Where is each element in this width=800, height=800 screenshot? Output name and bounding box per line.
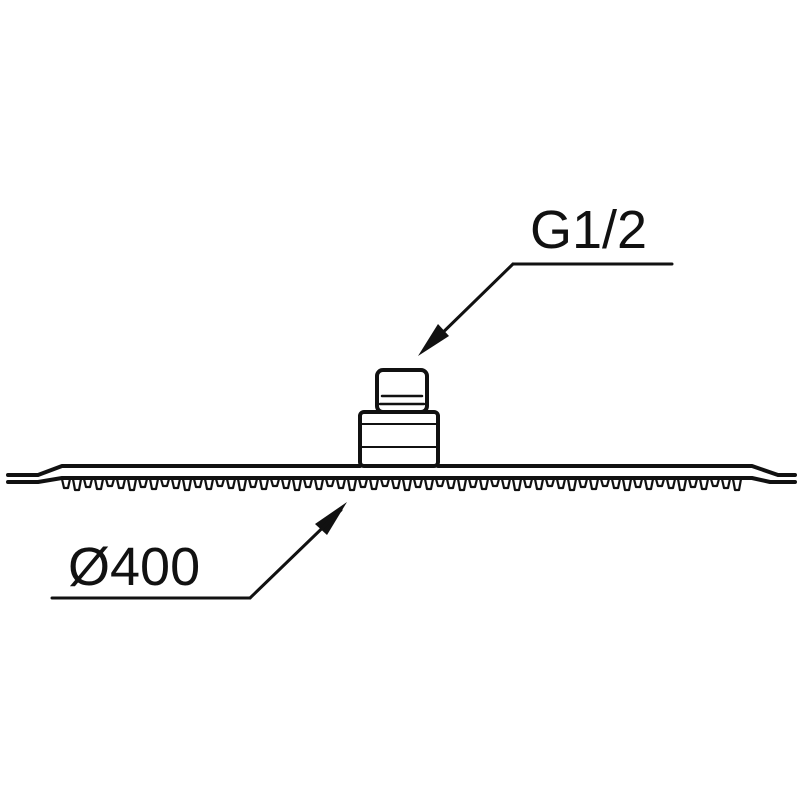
nozzle <box>203 478 215 491</box>
diameter-callout: Ø400 <box>50 502 347 600</box>
nozzle <box>731 478 743 492</box>
nozzle <box>555 478 567 490</box>
nozzle <box>654 478 666 488</box>
nozzle <box>720 478 732 490</box>
connector-nut <box>358 410 440 468</box>
nozzle-row <box>60 478 743 492</box>
nozzle <box>412 478 424 489</box>
diameter-leader-line <box>248 508 343 600</box>
nozzle <box>698 478 710 491</box>
nozzle <box>357 478 369 489</box>
nozzle <box>599 478 611 488</box>
thread-callout: G1/2 <box>418 200 674 356</box>
nozzle <box>709 478 721 488</box>
nozzle <box>676 478 688 492</box>
nozzle <box>214 478 226 488</box>
nozzle <box>313 478 325 491</box>
nozzle <box>687 478 699 489</box>
nozzle <box>346 478 358 492</box>
nozzle <box>225 478 237 490</box>
nozzle <box>368 478 380 491</box>
connector-thread-cap <box>375 368 429 414</box>
nozzle <box>522 478 534 489</box>
nozzle <box>621 478 633 492</box>
nozzle <box>390 478 402 490</box>
thread-label: G1/2 <box>530 200 647 260</box>
nozzle <box>511 478 523 492</box>
nozzle <box>280 478 292 490</box>
nozzle <box>82 478 94 489</box>
nozzle <box>632 478 644 489</box>
nozzle <box>302 478 314 489</box>
nozzle <box>60 478 72 490</box>
nozzle <box>577 478 589 489</box>
nozzle <box>335 478 347 490</box>
nozzle <box>423 478 435 491</box>
nozzle <box>456 478 468 492</box>
nozzle <box>115 478 127 490</box>
nozzle <box>445 478 457 490</box>
nozzle <box>159 478 171 488</box>
nozzle <box>467 478 479 489</box>
nozzle <box>643 478 655 491</box>
nozzle <box>401 478 413 492</box>
nozzle <box>588 478 600 491</box>
nozzle <box>93 478 105 491</box>
nozzle <box>137 478 149 489</box>
nozzle <box>324 478 336 488</box>
nozzle <box>610 478 622 490</box>
nozzle <box>489 478 501 488</box>
nozzle <box>247 478 259 489</box>
diameter-label: Ø400 <box>68 537 200 597</box>
nozzle <box>500 478 512 490</box>
threaded-connector <box>358 368 440 468</box>
nozzle <box>533 478 545 491</box>
thread-arrowhead <box>418 324 449 356</box>
nozzle <box>236 478 248 492</box>
nozzle <box>291 478 303 492</box>
nozzle <box>126 478 138 492</box>
nozzle <box>170 478 182 490</box>
nozzle <box>478 478 490 491</box>
shower-plate <box>6 464 797 492</box>
nozzle <box>104 478 116 488</box>
nozzle <box>148 478 160 491</box>
nozzle <box>258 478 270 491</box>
plate-outline <box>6 464 797 484</box>
nozzle <box>181 478 193 492</box>
nozzle <box>192 478 204 489</box>
nozzle <box>71 478 83 492</box>
nozzle <box>665 478 677 490</box>
nozzle <box>379 478 391 488</box>
nozzle <box>544 478 556 488</box>
nozzle <box>566 478 578 492</box>
nozzle <box>269 478 281 488</box>
nozzle <box>434 478 446 488</box>
